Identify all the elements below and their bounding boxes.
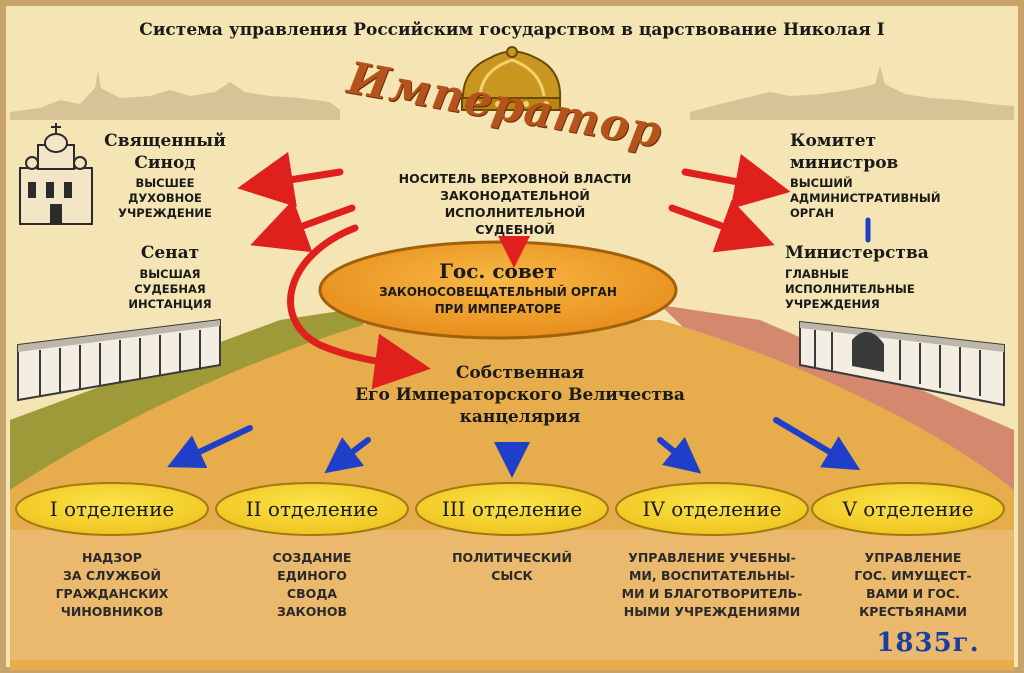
year-label: 1835г.	[876, 628, 980, 658]
department-oval-4	[615, 482, 809, 536]
arrow-to-department-5	[773, 417, 861, 471]
department-desc-line: ПОЛИТИЧЕСКИЙ	[452, 550, 572, 565]
state-council-block: Гос. совет ЗАКОНОСОВЕЩАТЕЛЬНЫЙ ОРГАН ПРИ…	[340, 258, 656, 318]
committee-block: Комитет министров ВЫСШИЙ АДМИНИСТРАТИВНЫ…	[790, 130, 980, 221]
synod-name-line: Синод	[134, 153, 196, 173]
skyline-left	[10, 70, 340, 120]
synod-desc-line: ВЫСШЕЕ	[135, 176, 195, 190]
department-desc-2: СОЗДАНИЕ ЕДИНОГО СВОДА ЗАКОНОВ	[222, 549, 402, 621]
department-desc-line: ЧИНОВНИКОВ	[60, 604, 164, 619]
department-desc-line: СВОДА	[286, 586, 338, 601]
chancellery-line: Собственная	[455, 363, 585, 383]
ministries-building-icon	[799, 320, 1005, 407]
department-desc-line: КРЕСТЬЯНАМИ	[859, 604, 967, 619]
committee-name-line: министров	[790, 153, 899, 173]
synod-desc-line: ДУХОВНОЕ	[128, 191, 202, 205]
department-oval-3	[415, 482, 609, 536]
department-desc-line: ВАМИ И ГОС.	[866, 586, 960, 601]
skyline-right	[690, 66, 1014, 120]
synod-name-line: Священный	[104, 131, 226, 151]
senate-name: Сенат	[140, 243, 200, 263]
page-title: Система управления Российским государств…	[139, 20, 885, 40]
emperor-power-line: ИСПОЛНИТЕЛЬНОЙ	[444, 205, 586, 220]
department-label-2: II отделение	[245, 497, 379, 521]
ministries-desc-line: ИСПОЛНИТЕЛЬНЫЕ	[785, 282, 915, 296]
synod-block: Священный Синод ВЫСШЕЕ ДУХОВНОЕ УЧРЕЖДЕН…	[100, 130, 230, 221]
emperor-powers: НОСИТЕЛЬ ВЕРХОВНОЙ ВЛАСТИ ЗАКОНОДАТЕЛЬНО…	[355, 170, 675, 238]
arrow-to-synod	[237, 151, 344, 208]
department-label-4: IV отделение	[642, 497, 782, 521]
state-council-desc-line: ЗАКОНОСОВЕЩАТЕЛЬНЫЙ ОРГАН	[379, 285, 617, 299]
arrow-to-chancellery	[287, 224, 431, 390]
arrow-to-department-4	[657, 436, 702, 474]
department-desc-3: ПОЛИТИЧЕСКИЙ СЫСК	[422, 549, 602, 585]
department-desc-line: ЗА СЛУЖБОЙ	[62, 568, 162, 583]
department-ovals	[15, 482, 1005, 536]
department-desc-line: ГРАЖДАНСКИХ	[55, 586, 169, 601]
senate-desc-line: СУДЕБНАЯ	[134, 282, 206, 296]
department-desc-line: МИ И БЛАГОТВОРИТЕЛЬ-	[621, 586, 803, 601]
senate-block: Сенат ВЫСШАЯ СУДЕБНАЯ ИНСТАНЦИЯ	[110, 242, 230, 312]
department-desc-4: УПРАВЛЕНИЕ УЧЕБНЫ- МИ, ВОСПИТАТЕЛЬНЫ- МИ…	[602, 549, 822, 621]
state-council-name: Гос. совет	[439, 259, 557, 283]
department-desc-line: УПРАВЛЕНИЕ	[864, 550, 962, 565]
committee-desc-line: ВЫСШИЙ	[790, 176, 853, 190]
department-desc-line: УПРАВЛЕНИЕ УЧЕБНЫ-	[628, 550, 796, 565]
department-label-1: I отделение	[49, 497, 175, 521]
department-oval-2	[215, 482, 409, 536]
emperor-power-line: НОСИТЕЛЬ ВЕРХОВНОЙ ВЛАСТИ	[398, 171, 632, 186]
department-desc-5: УПРАВЛЕНИЕ ГОС. ИМУЩЕСТ- ВАМИ И ГОС. КРЕ…	[828, 549, 998, 621]
department-desc-line: СЫСК	[491, 568, 533, 583]
department-desc-line: СОЗДАНИЕ	[272, 550, 352, 565]
committee-desc-line: АДМИНИСТРАТИВНЫЙ	[790, 191, 941, 205]
committee-desc-line: ОРГАН	[790, 206, 835, 220]
emperor-power-line: ЗАКОНОДАТЕЛЬНОЙ	[440, 188, 590, 203]
senate-desc-line: ВЫСШАЯ	[139, 267, 201, 281]
crown-icon	[461, 46, 562, 111]
arrow-to-senate	[250, 199, 356, 253]
department-desc-line: НЫМИ УЧРЕЖДЕНИЯМИ	[623, 604, 801, 619]
department-desc-line: ЗАКОНОВ	[276, 604, 347, 619]
chancellery-line: канцелярия	[459, 407, 581, 427]
committee-name-line: Комитет	[790, 131, 877, 151]
department-desc-line: МИ, ВОСПИТАТЕЛЬНЫ-	[628, 568, 796, 583]
emperor-power-line: СУДЕБНОЙ	[475, 222, 555, 237]
synod-desc-line: УЧРЕЖДЕНИЕ	[118, 206, 212, 220]
ministries-desc-line: ГЛАВНЫЕ	[785, 267, 849, 281]
chancellery-block: Собственная Его Императорского Величеств…	[300, 362, 740, 428]
department-oval-5	[811, 482, 1005, 536]
ministries-name: Министерства	[785, 243, 929, 263]
state-council-desc-line: ПРИ ИМПЕРАТОРЕ	[434, 302, 562, 316]
department-desc-line: ГОС. ИМУЩЕСТ-	[854, 568, 972, 583]
arrow-to-department-2	[324, 437, 371, 474]
department-label-5: V отделение	[842, 497, 974, 521]
department-label-3: III отделение	[441, 497, 583, 521]
bottom-band	[10, 530, 1014, 660]
ministries-block: Министерства ГЛАВНЫЕ ИСПОЛНИТЕЛЬНЫЕ УЧРЕ…	[785, 242, 985, 312]
ministries-desc-line: УЧРЕЖДЕНИЯ	[785, 297, 880, 311]
department-desc-line: ЕДИНОГО	[277, 568, 347, 583]
arrow-to-committee	[681, 154, 791, 210]
arrow-to-department-1	[167, 425, 253, 469]
senate-desc-line: ИНСТАНЦИЯ	[128, 297, 212, 311]
department-desc-line: НАДЗОР	[82, 550, 142, 565]
senate-building-icon	[17, 318, 221, 402]
church-icon	[19, 123, 93, 225]
arrow-to-ministries	[668, 199, 775, 253]
department-oval-1	[15, 482, 209, 536]
chancellery-line: Его Императорского Величества	[355, 385, 685, 405]
department-desc-1: НАДЗОР ЗА СЛУЖБОЙ ГРАЖДАНСКИХ ЧИНОВНИКОВ	[22, 549, 202, 621]
